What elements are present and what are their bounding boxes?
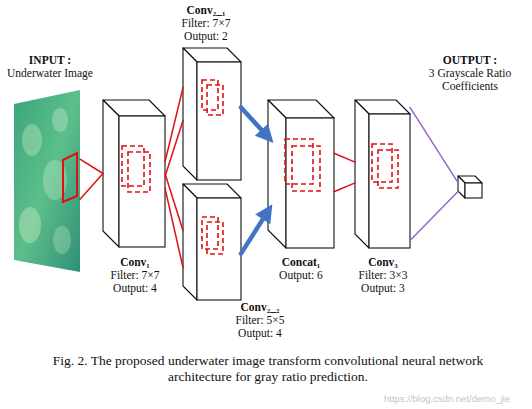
conv-layer-outline: [183, 48, 241, 180]
layer-spec: Filter: 7×7: [92, 269, 178, 282]
conv-layer: Conv₁Filter: 7×7Output: 4: [103, 100, 165, 247]
slab-front-face: [197, 198, 241, 300]
connector-line: [334, 153, 355, 162]
layer-name: Conv₂_₁: [160, 4, 252, 17]
layer-label: INPUT :Underwater Image: [0, 54, 100, 80]
layer-spec: Output: 4: [214, 327, 306, 340]
layer-label: Conv₁Filter: 7×7Output: 4: [92, 256, 178, 295]
conv-layer: Conv₂_₂Filter: 5×5Output: 4: [183, 184, 241, 300]
slab-side-face: [183, 184, 197, 300]
layer-spec: Output: 4: [92, 282, 178, 295]
image-plane: [14, 90, 80, 272]
slab-front-face: [465, 183, 482, 198]
slab-side-face: [355, 100, 369, 248]
layer-label: OUTPUT :3 Grayscale Ratio Coefficients: [414, 54, 526, 93]
conv-layer-outline: [103, 100, 165, 247]
layer-name: Concat₁: [256, 256, 346, 269]
layer-label: Conv₂_₁Filter: 7×7Output: 2: [160, 4, 252, 43]
layer-spec: Output: 6: [256, 269, 346, 282]
connector-line: [410, 107, 458, 182]
output-cube-outline: [458, 176, 482, 198]
watermark: https://blog.csdn.net/demo_jie: [384, 393, 510, 404]
conv-layer: Conv₃Filter: 3×3Output: 3: [355, 100, 410, 248]
layer-spec: Filter: 3×3: [340, 269, 426, 282]
input-image: INPUT :Underwater Image: [14, 90, 80, 272]
slab-front-face: [197, 62, 241, 180]
concat-layer: Concat₁Output: 6: [268, 100, 334, 248]
conv-layer-outline: [183, 184, 241, 300]
layer-label: Conv₃Filter: 3×3Output: 3: [340, 256, 426, 295]
slab-side-face: [458, 176, 465, 198]
layer-spec: 3 Grayscale Ratio Coefficients: [414, 67, 526, 93]
connector-line: [80, 174, 103, 200]
receptive-field-lines: [165, 88, 183, 177]
layer-spec: Filter: 5×5: [214, 314, 306, 327]
connector-line: [165, 88, 183, 162]
layer-label: Conv₂_₂Filter: 5×5Output: 4: [214, 301, 306, 340]
conv-layer-outline: [355, 100, 410, 248]
layer-name: INPUT :: [0, 54, 100, 67]
output-cube: OUTPUT :3 Grayscale Ratio Coefficients: [458, 176, 482, 198]
slab-side-face: [183, 48, 197, 180]
connector-line: [165, 188, 183, 267]
connector-line: [165, 174, 183, 231]
concat-arrow: [241, 211, 268, 254]
receptive-field-lines: [80, 159, 103, 199]
figure-caption: Fig. 2. The proposed underwater image tr…: [38, 353, 498, 385]
concat-layer-outline: [268, 100, 334, 248]
slab-side-face: [268, 100, 286, 248]
slab-front-face: [119, 116, 165, 247]
connector-line: [334, 183, 355, 192]
layer-label: Concat₁Output: 6: [256, 256, 346, 282]
layer-spec: Output: 3: [340, 282, 426, 295]
layer-name: Conv₁: [92, 256, 178, 269]
receptive-field-lines: [334, 153, 355, 191]
slab-front-face: [286, 118, 334, 248]
slab-front-face: [369, 114, 410, 248]
conv-layer: Conv₂_₁Filter: 7×7Output: 2: [183, 48, 241, 180]
layer-spec: Filter: 7×7: [160, 17, 252, 30]
layer-spec: Output: 2: [160, 30, 252, 43]
output-lines: [410, 107, 458, 240]
layer-spec: Underwater Image: [0, 67, 100, 80]
layer-name: Conv₂_₂: [214, 301, 306, 314]
input-image-outline: [14, 90, 80, 272]
connector-line: [241, 107, 268, 137]
receptive-field-lines: [165, 174, 183, 268]
connector-line: [410, 191, 458, 240]
connector-line: [165, 121, 183, 177]
connector-line: [241, 211, 268, 254]
slab-side-face: [103, 100, 119, 247]
concat-arrow: [241, 107, 268, 137]
layer-name: OUTPUT :: [414, 54, 526, 67]
connector-line: [80, 159, 103, 173]
layer-name: Conv₃: [340, 256, 426, 269]
